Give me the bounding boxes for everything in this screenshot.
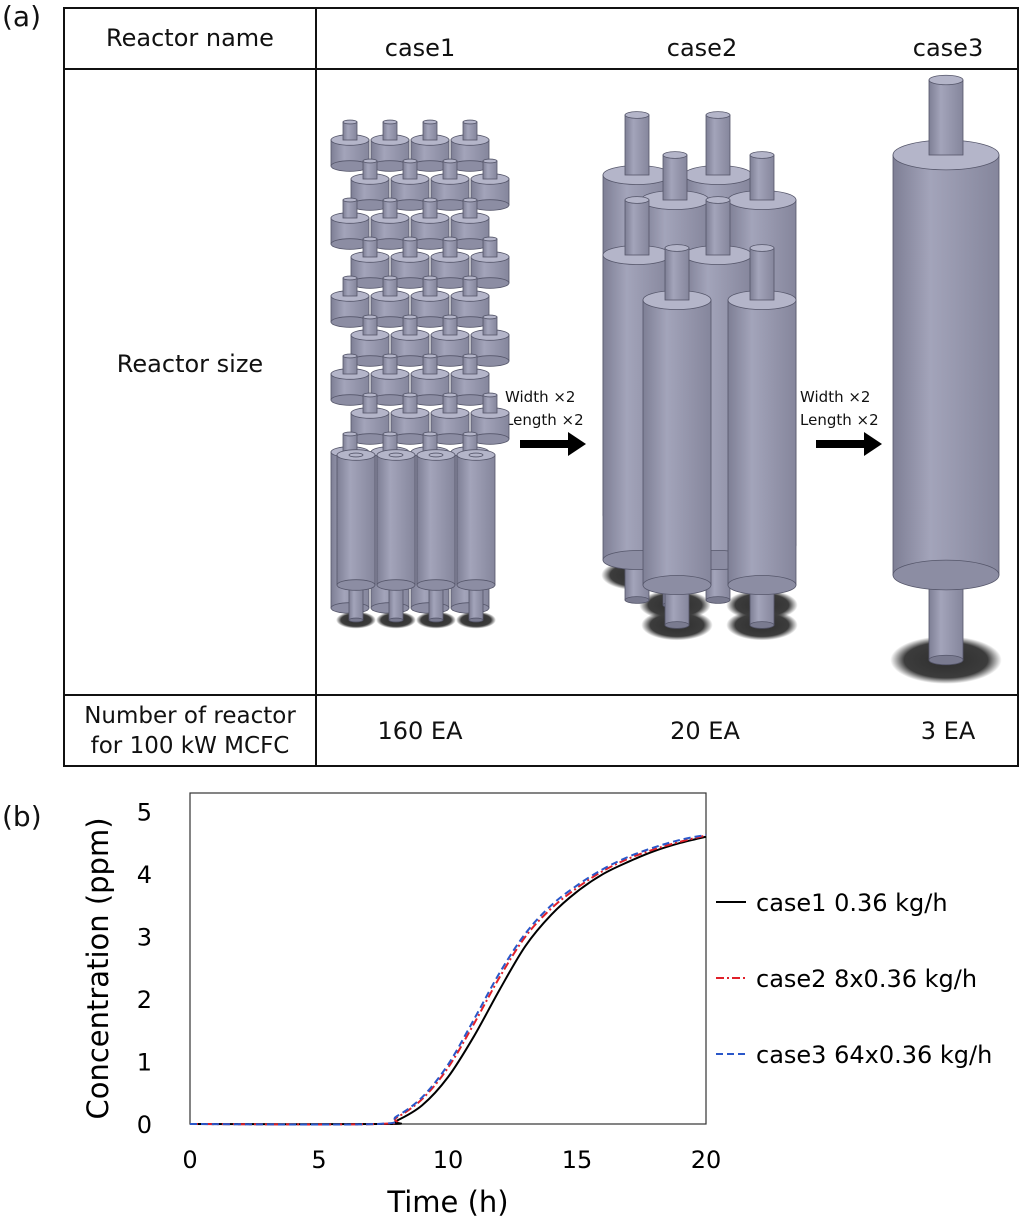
x-tick-label: 20 <box>691 1146 722 1174</box>
reactor-unit <box>390 314 430 367</box>
arrow1-width-label: Width ×2 <box>505 388 576 406</box>
legend-entry: case3 64x0.36 kg/h <box>756 1041 992 1069</box>
reactor-unit <box>470 392 510 445</box>
reactors-case1 <box>330 119 510 629</box>
reactor-illustrations <box>330 74 1002 684</box>
table-column-divider <box>315 7 317 767</box>
arrow2-icon <box>816 432 882 456</box>
header-case2: case2 <box>666 34 738 62</box>
x-tick-label: 5 <box>311 1146 326 1174</box>
reactors-case2 <box>601 111 798 641</box>
y-tick-labels: 0 1 2 3 4 5 <box>137 799 152 1139</box>
reactor-unit <box>890 74 1002 684</box>
plot-frame <box>189 792 707 1125</box>
series-line-3 <box>189 833 707 1126</box>
legend-entry: case2 8x0.36 kg/h <box>756 965 977 993</box>
count-case2: 20 EA <box>670 717 740 745</box>
reactor-unit <box>410 119 450 172</box>
reactor-unit <box>330 353 370 406</box>
row-count-label-line2: for 100 kW MCFC <box>90 733 290 759</box>
x-tick-label: 10 <box>433 1146 464 1174</box>
row-count-label-line1: Number of reactor <box>84 703 296 729</box>
series-line-1 <box>189 835 707 1126</box>
reactor-unit <box>376 449 416 629</box>
arrow2-width-label: Width ×2 <box>800 388 871 406</box>
reactor-unit <box>470 158 510 211</box>
x-tick-labels: 0 5 10 15 20 <box>182 1146 721 1174</box>
reactor-unit <box>416 449 456 629</box>
table-header-divider <box>63 68 1019 70</box>
reactor-unit <box>430 236 470 289</box>
concentration-chart: 0 5 10 15 20 0 1 2 3 4 5 Time (h) Concentration (… <box>81 792 992 1219</box>
reactor-unit <box>350 392 390 445</box>
x-tick-label: 15 <box>562 1146 593 1174</box>
y-tick-label: 2 <box>137 986 152 1014</box>
header-case1: case1 <box>384 34 456 62</box>
reactor-unit <box>336 449 376 629</box>
reactor-unit <box>456 449 496 629</box>
count-case1: 160 EA <box>377 717 463 745</box>
arrow1-icon <box>520 432 586 456</box>
row-reactor-size-label: Reactor size <box>116 350 264 378</box>
y-tick-label: 3 <box>137 924 152 952</box>
reactor-unit <box>641 244 713 641</box>
y-tick-label: 5 <box>137 799 152 827</box>
chart-legend: case1 0.36 kg/h case2 8x0.36 kg/h case3 64… <box>716 889 992 1069</box>
reactor-unit <box>350 158 390 211</box>
count-case3: 3 EA <box>920 717 976 745</box>
legend-entry: case1 0.36 kg/h <box>756 889 948 917</box>
table-border-bottom <box>63 765 1019 767</box>
y-tick-label: 1 <box>137 1049 152 1077</box>
panel-b-label: (b) <box>2 800 42 833</box>
reactor-unit <box>726 244 798 641</box>
reactor-unit <box>470 236 510 289</box>
series-line-2 <box>189 834 707 1126</box>
series-lines <box>189 833 707 1126</box>
reactors-case3 <box>890 74 1002 684</box>
x-axis-label: Time (h) <box>386 1185 508 1219</box>
panel-a-label: (a) <box>2 0 42 33</box>
arrow1-length-label: Length ×2 <box>505 411 584 429</box>
y-tick-label: 4 <box>137 861 152 889</box>
table-border-top <box>63 7 1019 9</box>
header-case3: case3 <box>912 34 984 62</box>
table-footer-divider <box>63 694 1019 696</box>
y-axis-label: Concentration (ppm) <box>81 817 115 1119</box>
arrow2-length-label: Length ×2 <box>800 411 879 429</box>
table-border-right <box>1017 7 1019 767</box>
header-reactor-name: Reactor name <box>106 24 274 52</box>
y-tick-label: 0 <box>137 1111 152 1139</box>
table-border-left <box>63 7 65 767</box>
x-tick-label: 0 <box>182 1146 197 1174</box>
